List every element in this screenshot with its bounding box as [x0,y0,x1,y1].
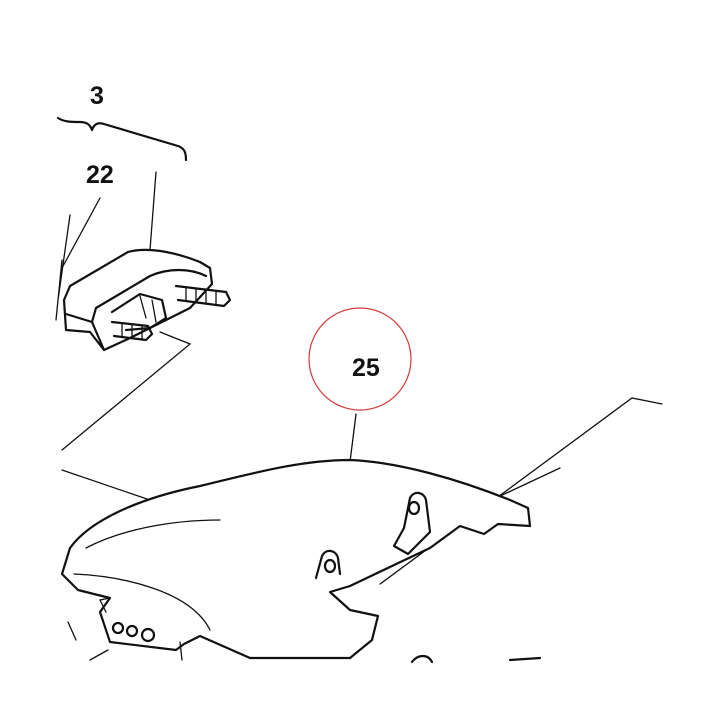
highlight-circle [308,307,412,411]
cover-housing-part [60,458,532,661]
callout-3[interactable]: 3 [90,82,104,110]
leader-lines-upper [61,171,192,451]
partial-bottom-marks [410,654,542,664]
rubber-mount-part [55,214,232,352]
callout-25[interactable]: 25 [352,354,380,382]
leader-25 [349,413,357,463]
assembly-brace [56,116,188,162]
callout-22[interactable]: 22 [86,161,114,189]
